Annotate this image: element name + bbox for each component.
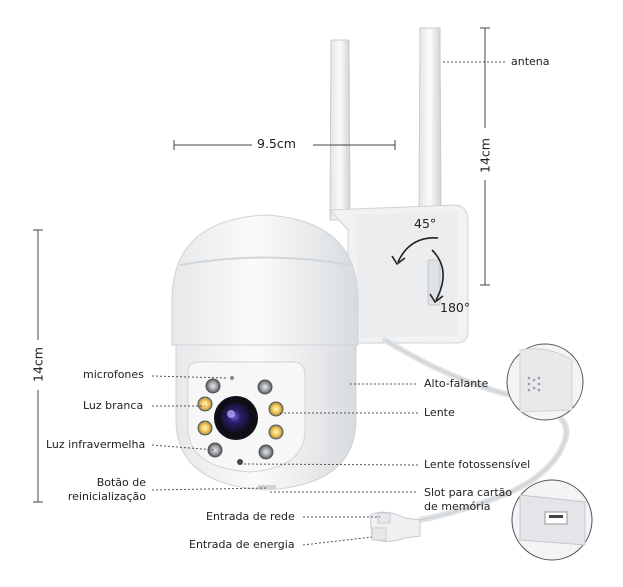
camera-body — [175, 344, 357, 491]
pan-angle-label: 180° — [440, 300, 471, 315]
rotation-arrows — [391, 237, 444, 304]
speaker-detail-circle — [506, 343, 584, 421]
callout-power-input: Entrada de energia — [189, 538, 295, 551]
leds-left — [197, 378, 223, 458]
antenna-right — [418, 27, 442, 216]
callout-infrared-light: Luz infravermelha — [46, 438, 146, 451]
card-slot — [258, 485, 276, 489]
antenna-left — [329, 39, 351, 221]
wall-mount-bracket — [328, 204, 469, 344]
callout-card-slot: Slot para cartão de memória — [424, 486, 512, 514]
camera-dome — [171, 214, 359, 346]
callout-lens: Lente — [424, 406, 455, 419]
callout-reset-button: Botão de reinicialização — [40, 476, 146, 504]
callout-card-slot-line1: Slot para cartão — [424, 486, 513, 499]
body-height-label: 14cm — [30, 347, 46, 382]
lens — [214, 396, 258, 440]
width-dimension-label: 9.5cm — [257, 136, 296, 151]
callout-photosensitive-lens: Lente fotossensível — [424, 458, 531, 471]
microphone-hole — [230, 376, 234, 380]
antenna-height-label: 14cm — [477, 138, 493, 173]
leader-lines — [151, 61, 505, 546]
callout-antenna: antena — [511, 55, 550, 68]
photosensitive-sensor — [237, 459, 243, 465]
callout-network-input: Entrada de rede — [206, 510, 295, 523]
callout-reset-button-line1: Botão de — [96, 476, 146, 489]
callout-card-slot-line2: de memória — [424, 500, 491, 513]
callout-white-light: Luz branca — [83, 399, 144, 412]
callout-reset-button-line2: reinicialização — [67, 490, 146, 503]
connectors — [369, 511, 421, 542]
leds-right — [257, 379, 284, 460]
connector-detail-circle — [511, 479, 593, 561]
callout-speaker: Alto-falante — [424, 377, 489, 390]
dimension-lines — [33, 27, 490, 503]
tilt-angle-label: 45° — [414, 216, 437, 231]
callout-microphones: microfones — [83, 368, 144, 381]
